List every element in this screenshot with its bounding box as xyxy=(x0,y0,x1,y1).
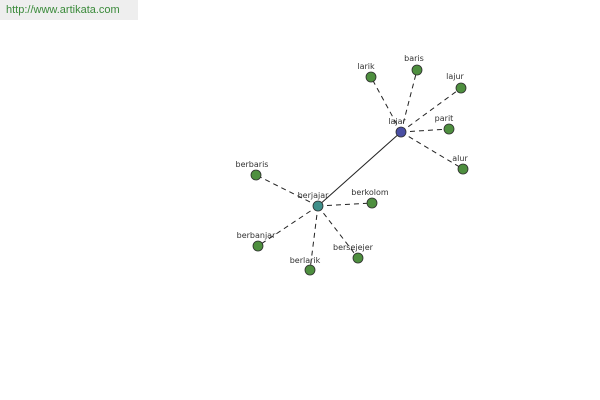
site-banner: http://www.artikata.com xyxy=(0,0,138,20)
node-lajur[interactable] xyxy=(455,82,467,94)
node-bersejejer[interactable] xyxy=(352,252,364,264)
node-label-berbaris: berbaris xyxy=(236,160,269,169)
node-label-larik: larik xyxy=(357,62,375,71)
edge-berjajar-berbanjar xyxy=(257,205,319,247)
node-label-baris: baris xyxy=(404,54,424,63)
node-berlarik[interactable] xyxy=(304,264,316,276)
node-alur[interactable] xyxy=(457,163,469,175)
edge-berjajar-bersejejer xyxy=(317,205,359,259)
node-berbanjar[interactable] xyxy=(252,240,264,252)
edge-lajar-parit xyxy=(400,128,450,133)
node-label-berlarik: berlarik xyxy=(290,256,321,265)
edges-layer xyxy=(255,69,464,271)
edge-lajar-alur xyxy=(400,131,464,170)
node-baris[interactable] xyxy=(411,64,423,76)
node-berjajar[interactable] xyxy=(312,200,324,212)
node-label-lajur: lajur xyxy=(446,72,464,81)
node-label-berbanjar: berbanjar xyxy=(237,231,276,240)
node-label-alur: alur xyxy=(452,154,468,163)
nodes-layer xyxy=(250,64,469,276)
edge-berjajar-berkolom xyxy=(317,202,373,207)
labels-layer: lajar berjajar larik baris lajur parit alur ber… xyxy=(236,54,469,265)
node-label-berkolom: berkolom xyxy=(351,188,389,197)
edge-berjajar-berbaris xyxy=(255,174,319,207)
site-url-link[interactable]: http://www.artikata.com xyxy=(6,4,120,16)
node-label-berjajar: berjajar xyxy=(298,191,330,200)
edge-lajar-berjajar xyxy=(317,131,402,207)
edge-lajar-baris xyxy=(400,69,418,133)
edge-berjajar-berlarik xyxy=(309,205,319,271)
edge-lajar-larik xyxy=(370,76,402,133)
node-parit[interactable] xyxy=(443,123,455,135)
node-larik[interactable] xyxy=(365,71,377,83)
node-berkolom[interactable] xyxy=(366,197,378,209)
edge-lajar-lajur xyxy=(400,87,462,133)
node-label-bersejejer: bersejejer xyxy=(333,243,374,252)
node-lajar[interactable] xyxy=(395,126,407,138)
node-label-parit: parit xyxy=(435,114,454,123)
node-label-lajar: lajar xyxy=(388,117,406,126)
node-berbaris[interactable] xyxy=(250,169,262,181)
